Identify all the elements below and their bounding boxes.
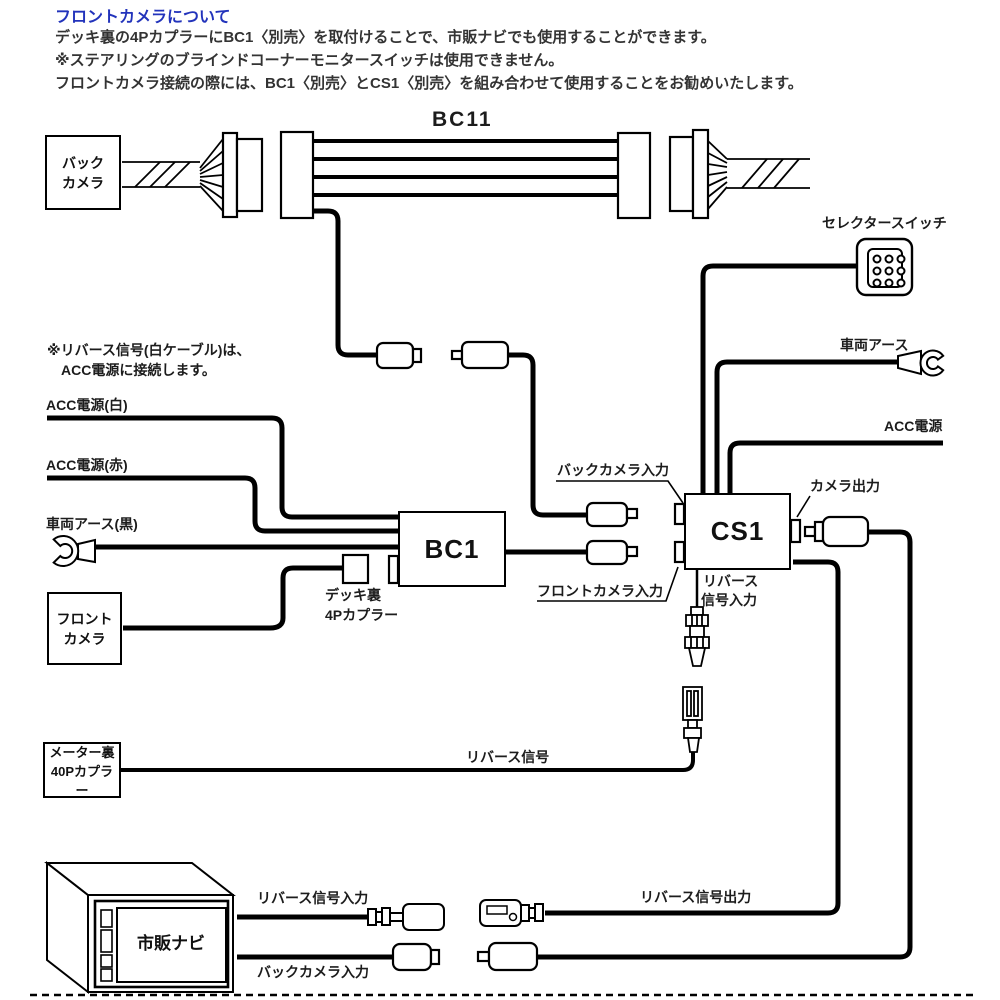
label-acc-white: ACC電源(白) xyxy=(46,397,128,413)
front-camera-box: フロント カメラ xyxy=(47,592,122,665)
meter-coupler-label-2: 40Pカプラー xyxy=(50,763,114,798)
label-note-1: ※リバース信号(白ケーブル)は、 xyxy=(47,342,251,358)
selector-switch-icon xyxy=(855,237,914,297)
selector-switch-wire xyxy=(700,263,857,495)
back-camera-hatched-cable xyxy=(122,138,224,212)
front-camera-label-2: カメラ xyxy=(63,630,106,647)
cs1-backcam-tab xyxy=(673,502,686,526)
cs1-label: CS1 xyxy=(710,516,765,546)
label-reverse-1: リバース xyxy=(703,573,759,589)
reverse-output-cable xyxy=(545,559,841,916)
label-reverse-2: 信号入力 xyxy=(701,592,757,608)
acc-white-wire xyxy=(47,415,400,520)
cs1-input-plugs xyxy=(585,501,802,566)
label-acc-red: ACC電源(赤) xyxy=(46,457,128,473)
label-note-2: ACC電源に接続します。 xyxy=(61,362,216,378)
vehicle-ground-wire xyxy=(714,359,898,495)
bc11-four-wires xyxy=(313,139,618,197)
nav-3d-box xyxy=(44,860,236,995)
leader-lines xyxy=(537,480,811,602)
rca-pair-bottom-icon xyxy=(391,941,539,972)
bc1-label: BC1 xyxy=(424,533,480,564)
back-camera-box: バック カメラ xyxy=(45,135,121,210)
back-camera-rca-icon xyxy=(585,501,629,528)
spade-connector-pair-icon xyxy=(367,899,544,931)
header-line-3: フロントカメラ接続の際には、BC1〈別売〉とCS1〈別売〉を組み合わせて使用する… xyxy=(55,75,803,92)
label-acc-power: ACC電源 xyxy=(884,418,943,434)
label-deck-2: 4Pカプラー xyxy=(325,607,399,623)
ring-terminal-icon xyxy=(897,349,945,377)
label-bc11: BC11 xyxy=(432,108,493,131)
selector-hatched-cable xyxy=(707,140,810,210)
thick-wires xyxy=(47,139,943,960)
rca-female-icon xyxy=(375,341,415,370)
cs1-output-tab xyxy=(789,518,802,544)
cs1-unit-box: CS1 xyxy=(684,493,791,570)
header-line-2: ※ステアリングのブラインドコーナーモニタースイッチは使用できません。 xyxy=(55,52,564,69)
label-reverse-output: リバース信号出力 xyxy=(640,889,752,905)
bc11-drop-wire xyxy=(313,208,377,358)
rca-male-tip-icon xyxy=(450,349,464,361)
back-camera-input-cable xyxy=(508,352,587,518)
front-camera-wire xyxy=(123,565,343,631)
label-front-camera-input: フロントカメラ入力 xyxy=(537,583,663,599)
page-title: フロントカメラについて xyxy=(55,9,231,26)
nav-unit-label: 市販ナビ xyxy=(137,934,205,953)
back-camera-label-1: バック xyxy=(62,154,104,171)
bc1-unit-box: BC1 xyxy=(398,511,506,587)
back-camera-label-2: カメラ xyxy=(62,174,104,191)
reverse-signal-wire xyxy=(121,752,695,772)
label-camera-output: カメラ出力 xyxy=(810,478,880,494)
acc-red-wire xyxy=(47,475,400,534)
label-nav-reverse-input: リバース信号入力 xyxy=(257,890,369,906)
bullet-connector-pair-icon xyxy=(682,606,710,753)
meter-coupler-label-1: メーター裏 xyxy=(49,744,115,760)
camera-output-cable xyxy=(537,529,913,960)
label-vehicle-ground: 車両アース xyxy=(840,337,909,353)
label-deck-1: デッキ裏 xyxy=(325,587,381,603)
label-ground-black: 車両アース(黒) xyxy=(46,516,138,532)
front-camera-rca-icon xyxy=(585,539,629,566)
deck-4p-coupler-icon xyxy=(341,553,400,585)
header-line-1: デッキ裏の4PカプラーにBC1〈別売〉を取付けることで、市販ナビでも使用すること… xyxy=(55,29,716,46)
acc-power-wire xyxy=(727,440,943,495)
cs1-frontcam-tab xyxy=(673,540,686,564)
label-nav-backcam-input: バックカメラ入力 xyxy=(257,964,369,980)
front-camera-label-1: フロント xyxy=(56,610,113,627)
rca-pair-top xyxy=(375,340,510,370)
bc11-connectors xyxy=(221,128,710,220)
camera-output-rca-icon xyxy=(803,515,870,548)
label-reverse-signal: リバース信号 xyxy=(466,749,550,765)
meter-coupler-box: メーター裏 40Pカプラー xyxy=(43,742,121,798)
label-selector-switch: セレクタースイッチ xyxy=(822,215,947,231)
label-back-camera-input: バックカメラ入力 xyxy=(557,462,669,478)
fork-terminal-icon xyxy=(52,535,96,567)
